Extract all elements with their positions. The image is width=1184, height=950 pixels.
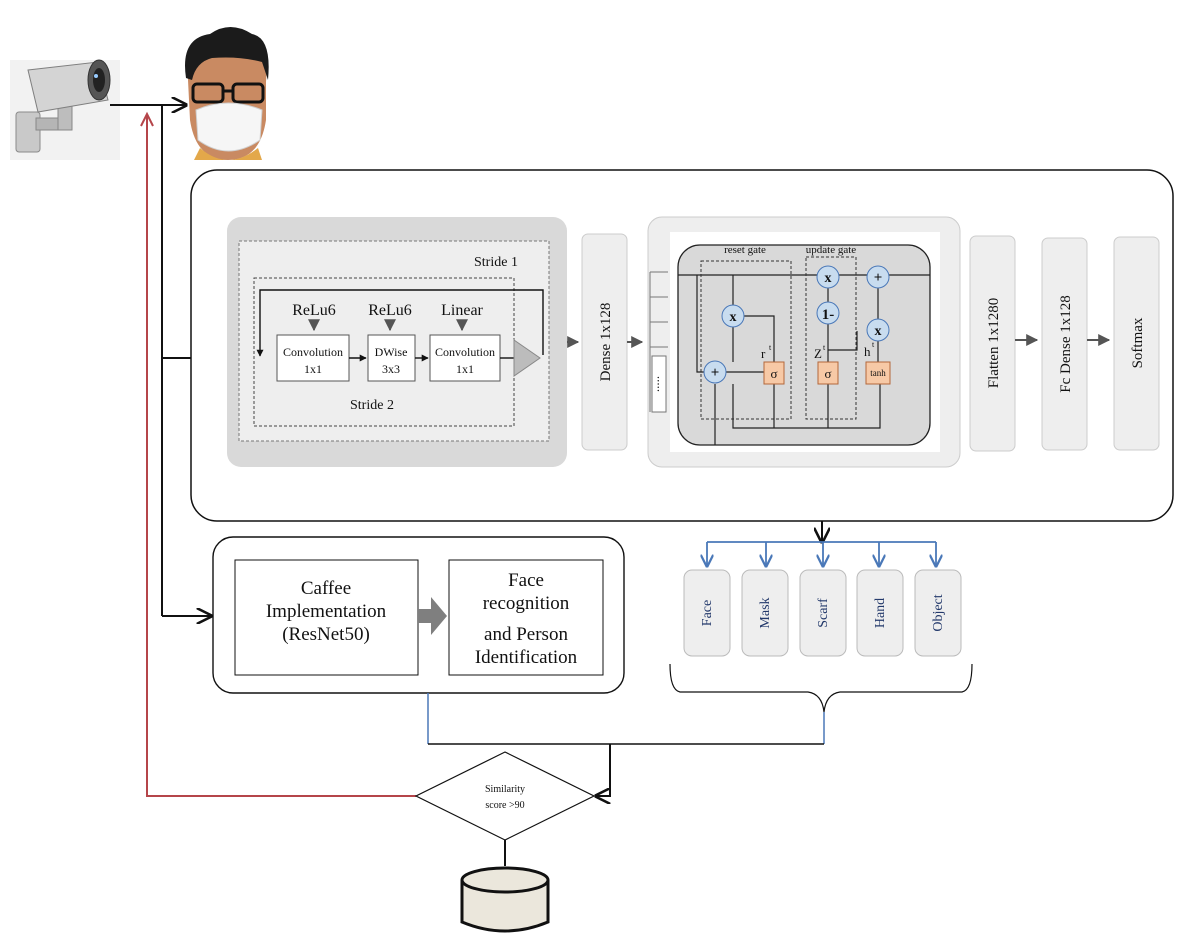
add-triangle-icon — [513, 339, 541, 377]
activation-label-2: ReLu6 — [368, 302, 412, 319]
face-recognition-box — [448, 559, 604, 676]
reset-multiply-symbol: x — [730, 310, 737, 325]
softmax-label: Softmax — [1130, 317, 1146, 368]
stride2-region — [253, 277, 515, 427]
conv1x1-line2: 1x1 — [304, 362, 322, 376]
class-object-label: Object — [931, 594, 946, 631]
class-hand-box — [856, 569, 904, 657]
class-scarf-label: Scarf — [816, 598, 831, 628]
input-add-node — [703, 360, 727, 384]
masked-person-icon — [185, 27, 269, 160]
fc-dense-block — [1041, 237, 1088, 451]
face-line3: and Person — [484, 624, 568, 645]
conv1x1-linear-line1: Convolution — [435, 345, 495, 359]
class-group-brace — [669, 663, 973, 713]
reset-sigma-symbol: σ — [770, 366, 777, 381]
caffe-to-face-arrow-icon — [418, 597, 447, 635]
conv1x1-block — [276, 334, 350, 382]
merge-to-decision-arrow — [596, 744, 611, 796]
output-add-symbol: + — [874, 270, 883, 286]
conv1x1-line1: Convolution — [283, 345, 343, 359]
r-sup: t — [769, 343, 772, 352]
class-scarf-box — [799, 569, 847, 657]
candidate-multiply-symbol: x — [875, 324, 882, 339]
tanh-box — [865, 361, 891, 385]
stride1-label: Stride 1 — [474, 255, 518, 270]
z-label: Z — [814, 346, 822, 361]
update-gate-label: update gate — [806, 244, 857, 256]
conv1x1-linear-line2: 1x1 — [456, 362, 474, 376]
caffe-line2: Implementation — [266, 601, 387, 622]
h-sup: t — [872, 340, 875, 349]
caffe-box — [234, 559, 419, 676]
flatten-block — [969, 235, 1016, 452]
activation-label-3: Linear — [441, 302, 483, 319]
gru-input-bus — [649, 271, 668, 413]
gru-cell — [677, 244, 931, 446]
conv1x1-linear-block — [429, 334, 501, 382]
dwise-line1: DWise — [375, 345, 408, 359]
reset-gate-label: reset gate — [724, 244, 766, 256]
gru-wires — [696, 275, 881, 445]
update-multiply-node — [816, 265, 840, 289]
decision-line1: Similarity — [485, 784, 525, 795]
class-hand-label: Hand — [873, 598, 888, 628]
caffe-line3: (ResNet50) — [282, 624, 370, 645]
update-gate-region — [805, 256, 857, 420]
r-label: r — [761, 346, 766, 361]
class-arrows — [707, 542, 936, 566]
feedback-line — [146, 116, 416, 797]
tanh-label: tanh — [870, 368, 886, 378]
class-mask-label: Mask — [758, 597, 773, 628]
class-mask-box — [741, 569, 789, 657]
stride2-label: Stride 2 — [350, 398, 394, 413]
database-icon — [460, 866, 550, 933]
fc-dense-label: Fc Dense 1x128 — [1058, 295, 1074, 393]
reset-gate-region — [700, 260, 792, 420]
dense-label: Dense 1x128 — [598, 303, 614, 382]
z-sup: t — [823, 343, 826, 352]
class-face-label: Face — [700, 600, 715, 626]
gru-input-ellipsis: ..... — [647, 376, 662, 392]
cctv-camera-icon — [10, 59, 120, 160]
feedback-arrowhead — [140, 111, 154, 127]
class-face-box — [683, 569, 731, 657]
decision-line2: score >90 — [485, 800, 524, 811]
h-label: h — [864, 344, 871, 359]
update-sigma-symbol: σ — [824, 366, 831, 381]
one-minus-symbol: 1- — [822, 307, 835, 323]
reset-sigma-box — [763, 361, 785, 385]
flatten-label: Flatten 1x1280 — [986, 298, 1002, 388]
face-line4: Identification — [475, 647, 578, 668]
face-line2: recognition — [483, 593, 570, 614]
skip-connection-line — [256, 289, 544, 357]
dwise-block — [367, 334, 416, 382]
dwise-line2: 3x3 — [382, 362, 400, 376]
face-line1: Face — [508, 570, 544, 591]
caffe-line1: Caffee — [301, 578, 351, 599]
update-multiply-symbol: x — [825, 271, 832, 286]
similarity-decision — [414, 751, 596, 841]
softmax-block — [1113, 236, 1160, 451]
class-object-box — [914, 569, 962, 657]
one-minus-node — [816, 301, 840, 325]
output-add-node — [866, 265, 890, 289]
update-sigma-box — [817, 361, 839, 385]
input-add-symbol: + — [711, 365, 720, 381]
candidate-multiply-node — [866, 318, 890, 342]
activation-label-1: ReLu6 — [292, 302, 336, 319]
reset-multiply-node — [721, 304, 745, 328]
